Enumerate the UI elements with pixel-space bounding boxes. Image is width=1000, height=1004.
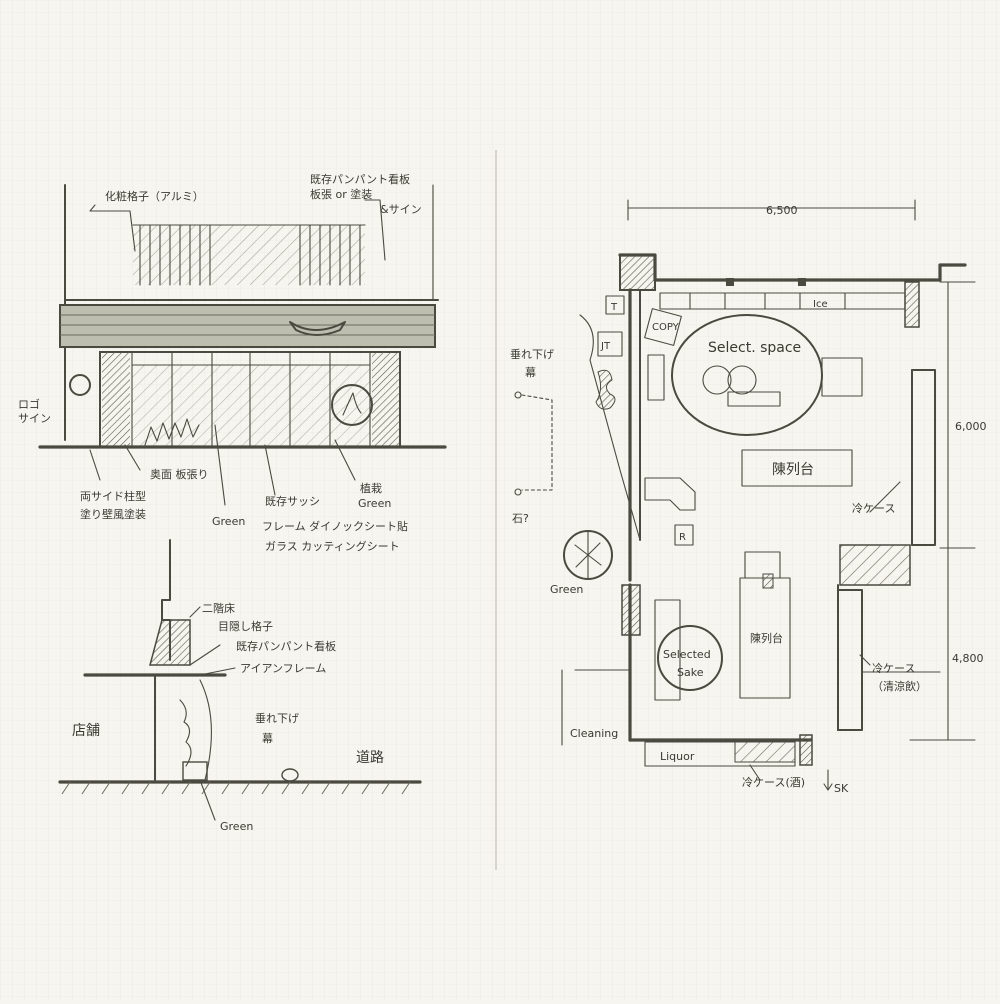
elev-logo-label-1: ロゴ (18, 397, 40, 411)
sec-shop-label: 店舗 (72, 723, 100, 739)
sec-curtain-label-1: 垂れ下げ (255, 712, 299, 725)
elevation-drawing (38, 184, 447, 506)
sec-ironframe-label: アイアンフレーム (240, 662, 326, 675)
plan-curtain-label-1: 垂れ下げ (510, 348, 554, 361)
elev-sash-label-3: ガラス カッティングシート (265, 539, 400, 553)
plan-dim-depth-lower: 4,800 (952, 652, 984, 665)
elev-signboard-label-1: 既存パンパント看板 (310, 172, 410, 186)
elev-logo-label-2: サイン (18, 412, 51, 425)
storefront (69, 351, 401, 448)
elev-sash-label-1: 既存サッシ (265, 494, 320, 508)
elev-signboard-label-2: 板張 or 塗装 (310, 187, 372, 201)
sec-road-label: 道路 (356, 750, 384, 766)
plan-cleaning-label: Cleaning (570, 727, 618, 740)
elev-sash-label-2: フレーム ダイノックシート貼 (262, 519, 408, 533)
sec-curtain-label-2: 幕 (262, 731, 273, 745)
elev-signboard-label-3: &サイン (380, 203, 422, 216)
plan-fridge-2-sub-label: （清涼飲） (872, 679, 927, 693)
plan-jt-label: JT (600, 341, 611, 352)
plan-r-label: R (679, 532, 686, 543)
elev-pilaster-label-1: 両サイド柱型 (80, 489, 146, 503)
aluminium-lattice (132, 224, 366, 286)
plan-selected-sake-label-2: Sake (677, 666, 704, 679)
elev-backwall-label: 奥面 板張り (150, 467, 209, 481)
elev-planter-label-1: 植栽 (360, 481, 382, 495)
plan-stone-label: 石? (512, 512, 529, 525)
plan-dim-width: 6,500 (766, 204, 798, 217)
sec-green-label: Green (220, 820, 253, 833)
sign-band (59, 304, 436, 348)
plan-liquor-label: Liquor (660, 750, 695, 763)
plan-fridge-1-label: 冷ケース (852, 502, 895, 515)
plan-fridge-2-label: 冷ケース (872, 662, 915, 675)
sec-floor2-label: 二階床 (202, 601, 235, 615)
elev-pilaster-label-2: 塗り壁風塗装 (80, 507, 146, 521)
section-drawing (58, 539, 422, 821)
sec-lattice-label: 目隠し格子 (218, 619, 273, 633)
plan-display-2-label: 陳列台 (750, 631, 783, 645)
plan-ice-label: Ice (813, 299, 828, 310)
plan-select-space-label: Select. space (708, 340, 801, 356)
plan-display-1-label: 陳列台 (772, 462, 814, 478)
plan-green-label: Green (550, 583, 583, 596)
elev-green-label: Green (212, 515, 245, 528)
plan-curtain-label-2: 幕 (525, 365, 536, 379)
elev-planter-label-2: Green (358, 497, 391, 510)
plan-copy-label: COPY (652, 322, 680, 333)
plan-selected-sake-label-1: Selected (663, 648, 711, 661)
plan-drawing (514, 199, 976, 791)
plan-fridge-sake-label: 冷ケース(酒) (742, 776, 805, 789)
plan-dim-depth-upper: 6,000 (955, 420, 987, 433)
plan-t-label: T (610, 302, 618, 313)
sec-board-label: 既存パンパント看板 (236, 639, 336, 653)
elev-lattice-label: 化粧格子（アルミ） (105, 189, 204, 203)
plan-sk-label: SK (834, 782, 849, 795)
